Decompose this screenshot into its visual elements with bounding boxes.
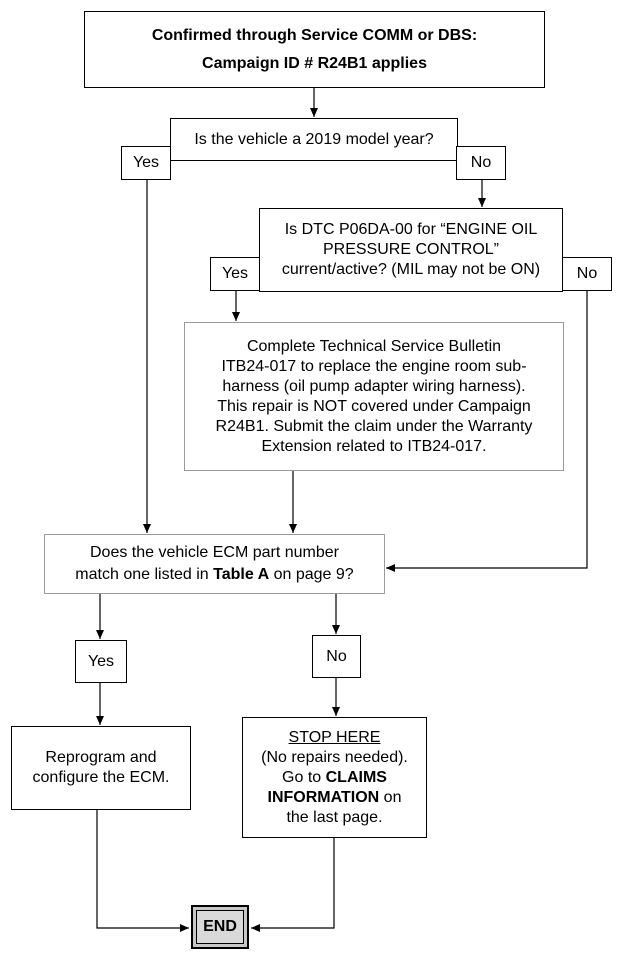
arrow-reprogram-to-end — [96, 810, 189, 932]
end-terminal: END — [191, 905, 249, 949]
label-no-q3: No — [312, 635, 361, 678]
table-a-reference: Table A — [213, 566, 270, 583]
stop-line-1: (No repairs needed). — [261, 748, 408, 766]
stop-here-box: STOP HERE (No repairs needed). Go to CLA… — [242, 717, 427, 838]
tsb-line: This repair is NOT covered under Campaig… — [217, 397, 531, 415]
tsb-line: Extension related to ITB24-017. — [261, 437, 487, 455]
stop-line-3-bold: INFORMATION — [267, 788, 380, 806]
question-ecm-line-2-post: on page 9? — [269, 566, 354, 583]
label-yes-q1: Yes — [121, 146, 171, 180]
tsb-line: ITB24-017 to replace the engine room sub… — [221, 357, 527, 375]
arrow-stop-to-end — [251, 838, 335, 932]
start-line-1: Confirmed through Service COMM or DBS: — [151, 26, 478, 44]
tsb-line: Complete Technical Service Bulletin — [246, 337, 502, 355]
question-ecm-line-2-pre: match one listed in — [75, 566, 214, 583]
label-yes-q2: Yes — [210, 257, 260, 291]
label-no-q3-text: No — [326, 647, 347, 665]
question-ecm-part-number: Does the vehicle ECM part number match o… — [44, 534, 385, 594]
reprogram-line-2: configure the ECM. — [32, 769, 170, 786]
question-dtc: Is DTC P06DA-00 for “ENGINE OIL PRESSURE… — [259, 208, 563, 292]
stop-line-2-pre: Go to — [282, 768, 326, 786]
stop-line-3: INFORMATION on — [268, 788, 402, 808]
reprogram-line-1: Reprogram and — [45, 749, 157, 766]
tsb-line: R24B1. Submit the claim under the Warran… — [215, 417, 533, 435]
stop-title-text: STOP HERE — [288, 728, 381, 746]
label-no-q1: No — [456, 146, 506, 180]
reprogram-ecm-box: Reprogram and configure the ECM. — [11, 726, 191, 810]
question-model-year-text: Is the vehicle a 2019 model year? — [194, 130, 434, 148]
label-no-q2-text: No — [576, 265, 598, 282]
question-dtc-line-2: PRESSURE CONTROL” — [322, 241, 500, 258]
end-label: END — [196, 910, 244, 944]
start-box: Confirmed through Service COMM or DBS: C… — [84, 11, 545, 88]
question-dtc-line-3: current/active? (MIL may not be ON) — [281, 261, 541, 278]
question-model-year: Is the vehicle a 2019 model year? — [170, 118, 458, 161]
tsb-instruction-box: Complete Technical Service Bulletin ITB2… — [184, 322, 564, 471]
label-yes-q3: Yes — [75, 640, 127, 683]
question-ecm-line-2: match one listed in Table A on page 9? — [75, 564, 353, 586]
stop-line-2: Go to CLAIMS — [282, 768, 387, 788]
stop-line-3-post: on — [379, 788, 402, 806]
start-line-2: Campaign ID # R24B1 applies — [202, 54, 427, 72]
label-yes-q3-text: Yes — [87, 652, 115, 670]
stop-line-4: the last page. — [286, 808, 383, 826]
label-no-q2: No — [562, 257, 612, 291]
label-no-q1-text: No — [470, 154, 492, 171]
arrow-q2-no-to-q3 — [386, 291, 588, 572]
label-yes-q2-text: Yes — [221, 265, 249, 282]
stop-line-2-bold: CLAIMS — [325, 768, 387, 786]
question-ecm-line-1: Does the vehicle ECM part number — [90, 544, 339, 561]
question-dtc-line-1: Is DTC P06DA-00 for “ENGINE OIL — [284, 221, 538, 238]
tsb-line: harness (oil pump adapter wiring harness… — [222, 377, 526, 395]
label-yes-q1-text: Yes — [132, 154, 160, 171]
stop-title: STOP HERE — [289, 728, 381, 748]
